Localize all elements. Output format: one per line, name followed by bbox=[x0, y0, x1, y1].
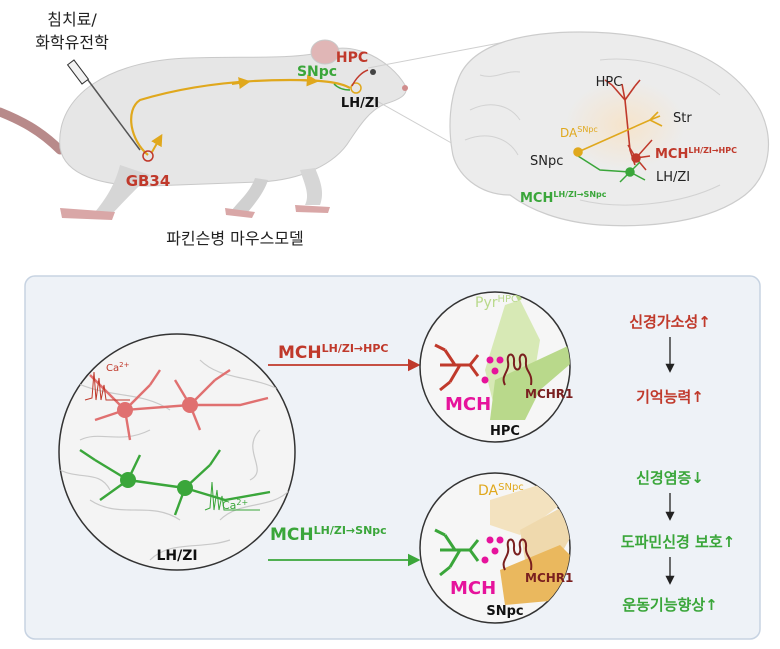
outcome-snpc-3: 운동기능향상↑ bbox=[622, 596, 717, 614]
calcium-trace-red bbox=[84, 371, 130, 401]
needle-icon bbox=[66, 59, 141, 151]
mchr1-receptor-snpc bbox=[502, 538, 533, 571]
mch-snpc-neurons-green bbox=[79, 449, 271, 516]
mouse-head-green-neuron bbox=[333, 83, 351, 91]
mch-axon-terminal bbox=[434, 343, 480, 392]
snpc-circle bbox=[419, 472, 571, 624]
mouse-body bbox=[59, 47, 407, 187]
snpc-mch-label: MCH bbox=[450, 578, 496, 599]
mouse-hind-leg bbox=[95, 165, 150, 214]
mouse-ear bbox=[310, 39, 340, 65]
brain-str-label: Str bbox=[673, 111, 692, 126]
hpc-mch-label: MCH bbox=[445, 394, 491, 415]
acupoint-label: GB34 bbox=[126, 172, 171, 190]
brain-da-label: DASNpc bbox=[560, 125, 598, 140]
pyramidal-neuron-2 bbox=[490, 345, 570, 420]
arrow-hpc-label: MCHLH/ZI→HPC bbox=[278, 342, 388, 363]
red-soma-2 bbox=[182, 397, 198, 413]
brain-da-neuron bbox=[573, 111, 663, 157]
treatment-label-line1: 침치료/ bbox=[47, 10, 97, 29]
brain-lhzi-green-neuron bbox=[577, 155, 646, 183]
da-snpc-label: DASNpc bbox=[478, 482, 524, 499]
zoom-line-top bbox=[367, 41, 506, 69]
pathway-arrow-1 bbox=[151, 133, 163, 153]
mchr1-receptor bbox=[502, 353, 533, 386]
brain-hpc-label: HPC bbox=[596, 75, 623, 90]
mouse-head-red-neuron bbox=[351, 69, 369, 87]
mouse-illustration bbox=[0, 39, 408, 220]
lhzi-circle bbox=[58, 333, 296, 571]
brain-snpc-label: SNpc bbox=[530, 154, 563, 169]
mch-peptide-dots-snpc bbox=[481, 536, 504, 564]
mouse-eye bbox=[370, 69, 376, 75]
mouse-front-foot-2 bbox=[225, 208, 255, 218]
mouse-front-foot bbox=[295, 205, 330, 213]
snpc-region-label: SNpc bbox=[486, 604, 523, 619]
da-neuron-1 bbox=[490, 480, 560, 535]
pathway-arrow-2 bbox=[231, 77, 251, 89]
mouse-hind-foot bbox=[60, 208, 115, 220]
lhzi-circle-label: LH/ZI bbox=[156, 548, 197, 564]
brain-lhzi-label: LH/ZI bbox=[656, 170, 690, 185]
mch-axon-terminal-green bbox=[434, 528, 480, 577]
mouse-front-leg bbox=[300, 168, 323, 205]
acupoint-marker bbox=[142, 150, 154, 162]
lhzi-marker bbox=[350, 82, 362, 94]
da-neuron-3 bbox=[500, 545, 570, 605]
pyr-hpc-label: PyrHPC bbox=[475, 294, 518, 311]
pathway-line bbox=[130, 78, 351, 156]
green-soma-1 bbox=[120, 472, 136, 488]
outcome-snpc-1: 신경염증↓ bbox=[636, 469, 704, 487]
outcome-hpc-2: 기억능력↑ bbox=[636, 388, 704, 406]
brain-mch-snpc-label: MCHLH/ZI→SNpc bbox=[520, 190, 607, 206]
hpc-mchr1-label: MCHR1 bbox=[525, 387, 573, 401]
brain-illustration bbox=[449, 31, 770, 227]
arrow-snpc-label: MCHLH/ZI→SNpc bbox=[270, 524, 387, 545]
red-soma-1 bbox=[117, 402, 133, 418]
mouse-lhzi-label: LH/ZI bbox=[341, 96, 379, 111]
background-neurons bbox=[59, 359, 291, 561]
snpc-mchr1-label: MCHR1 bbox=[525, 571, 573, 585]
pathway-arrow-3 bbox=[299, 74, 319, 87]
brain-lhzi-red-neuron bbox=[627, 139, 653, 171]
mch-peptide-dots bbox=[481, 356, 504, 384]
zoom-line-bottom bbox=[367, 95, 456, 146]
ca-label-green: Ca2+ bbox=[222, 498, 248, 512]
brain-hpc-neuron bbox=[604, 79, 641, 166]
treatment-label-line2: 화학유전학 bbox=[35, 33, 109, 52]
mouse-hpc-label: HPC bbox=[336, 50, 368, 66]
outcome-snpc-2: 도파민신경 보호↑ bbox=[621, 533, 735, 551]
model-label: 파킨슨병 마우스모델 bbox=[166, 229, 304, 248]
outcome-hpc-1: 신경가소성↑ bbox=[629, 313, 711, 331]
mouse-front-leg-2 bbox=[232, 178, 268, 212]
mouse-nose bbox=[402, 85, 408, 91]
hpc-region-label: HPC bbox=[490, 424, 520, 439]
calcium-trace-green bbox=[204, 481, 260, 511]
green-soma-2 bbox=[177, 480, 193, 496]
brain-mch-hpc-label: MCHLH/ZI→HPC bbox=[655, 146, 737, 162]
mouse-tail bbox=[0, 107, 65, 155]
ca-label-red: Ca2+ bbox=[106, 361, 130, 374]
hpc-circle bbox=[419, 291, 571, 443]
mouse-snpc-label: SNpc bbox=[297, 64, 337, 80]
